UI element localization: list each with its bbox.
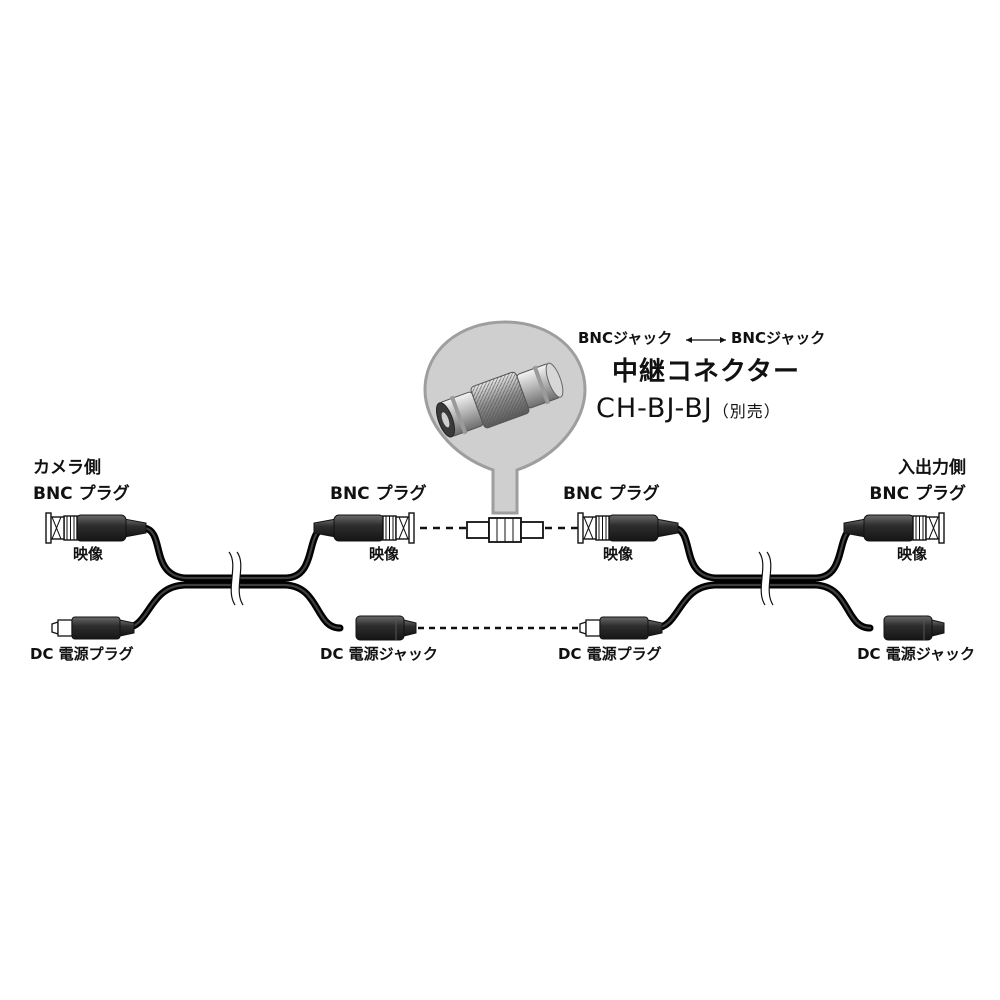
left-break-gap [229, 549, 243, 608]
right-dc-plug-connector-boot [647, 619, 663, 637]
left-dc-plug-connector-pin [57, 619, 73, 637]
left-bnc-plug-connector-body [75, 514, 127, 542]
left-dc-jack-connector-boot [403, 619, 417, 637]
right-dc-plug-connector-body [599, 616, 649, 640]
left-video-label: 映像 [72, 545, 104, 563]
right-dc-plug-label: DC 電源プラグ [558, 645, 662, 663]
left-dc-jack-connector [355, 615, 417, 641]
left-bnc-plug-connector-face [45, 512, 52, 544]
left-cable-bnc-plug-end-connector-face [408, 512, 415, 544]
right-break-line-a [758, 551, 766, 606]
left-dc-plug-connector-tip [51, 621, 59, 635]
left-cable-video-end-label: 映像 [368, 545, 400, 563]
left-dc-plug-connector-boot [119, 619, 135, 637]
right-video-label: 映像 [896, 545, 928, 563]
right-bnc-plug-connector-bayonet [928, 516, 939, 540]
io-side-label: 入出力側 [898, 458, 966, 478]
right-break-line-b [766, 551, 774, 606]
right-bnc-plug-connector-face [938, 512, 945, 544]
right-break-gap [759, 549, 773, 608]
left-cable [45, 512, 417, 641]
right-dc-jack-connector-body [883, 615, 933, 641]
right-cable [577, 512, 945, 641]
right-dc-plug-connector [579, 616, 663, 640]
right-cable-bnc-plug-start-connector [577, 512, 679, 544]
bubble-connector-image [435, 362, 564, 438]
connector-model: CH-BJ-BJ（別売） [596, 393, 781, 424]
left-break-line-b [236, 551, 244, 606]
left-break-line-a [228, 551, 236, 606]
header-left-jack: BNCジャック [578, 329, 673, 347]
connector-title: 中継コネクター [612, 357, 800, 387]
connector-model-note: （別売） [712, 402, 781, 421]
left-dc-plug-connector-body [71, 616, 121, 640]
right-cable-video-start-label: 映像 [602, 545, 634, 563]
camera-side-label: カメラ側 [33, 458, 101, 478]
left-bnc-plug-connector-bayonet [51, 516, 62, 540]
left-cable-bnc-plug-end-connector [313, 512, 415, 544]
mid-connector-drawing [466, 517, 544, 543]
right-dc-plug-connector-tip [579, 621, 587, 635]
left-dc-plug-connector [51, 616, 135, 640]
left-dc-jack-label: DC 電源ジャック [320, 645, 438, 663]
left-bnc-plug-connector [45, 512, 147, 544]
connector-model-number: CH-BJ-BJ [596, 393, 713, 424]
left-bnc-plug-label: BNC プラグ [33, 484, 130, 504]
double-arrow-icon [686, 337, 726, 343]
header-right-jack: BNCジャック [731, 329, 826, 347]
left-cable-bnc-plug-end-label: BNC プラグ [330, 484, 427, 504]
right-dc-jack-connector-boot [931, 619, 945, 637]
left-cable-bnc-plug-end-connector-bayonet [398, 516, 409, 540]
left-cable-bnc-plug-end-connector-body [333, 514, 385, 542]
right-bnc-plug-connector [843, 512, 945, 544]
right-dc-jack-connector [883, 615, 945, 641]
right-cable-bnc-plug-start-connector-boot [655, 518, 679, 538]
right-dc-plug-connector-pin [585, 619, 601, 637]
right-cable-bnc-plug-start-connector-face [577, 512, 584, 544]
left-dc-jack-connector-body [355, 615, 405, 641]
right-cable-bnc-plug-start-label: BNC プラグ [563, 484, 660, 504]
right-dc-jack-label: DC 電源ジャック [857, 645, 975, 663]
connector-bubble [423, 320, 587, 543]
right-bnc-plug-label: BNC プラグ [869, 484, 966, 504]
right-cable-bnc-plug-start-connector-body [607, 514, 659, 542]
right-cable-bnc-plug-start-connector-bayonet [583, 516, 594, 540]
left-dc-plug-label: DC 電源プラグ [30, 645, 134, 663]
right-bnc-plug-connector-body [863, 514, 915, 542]
left-bnc-plug-connector-boot [123, 518, 147, 538]
